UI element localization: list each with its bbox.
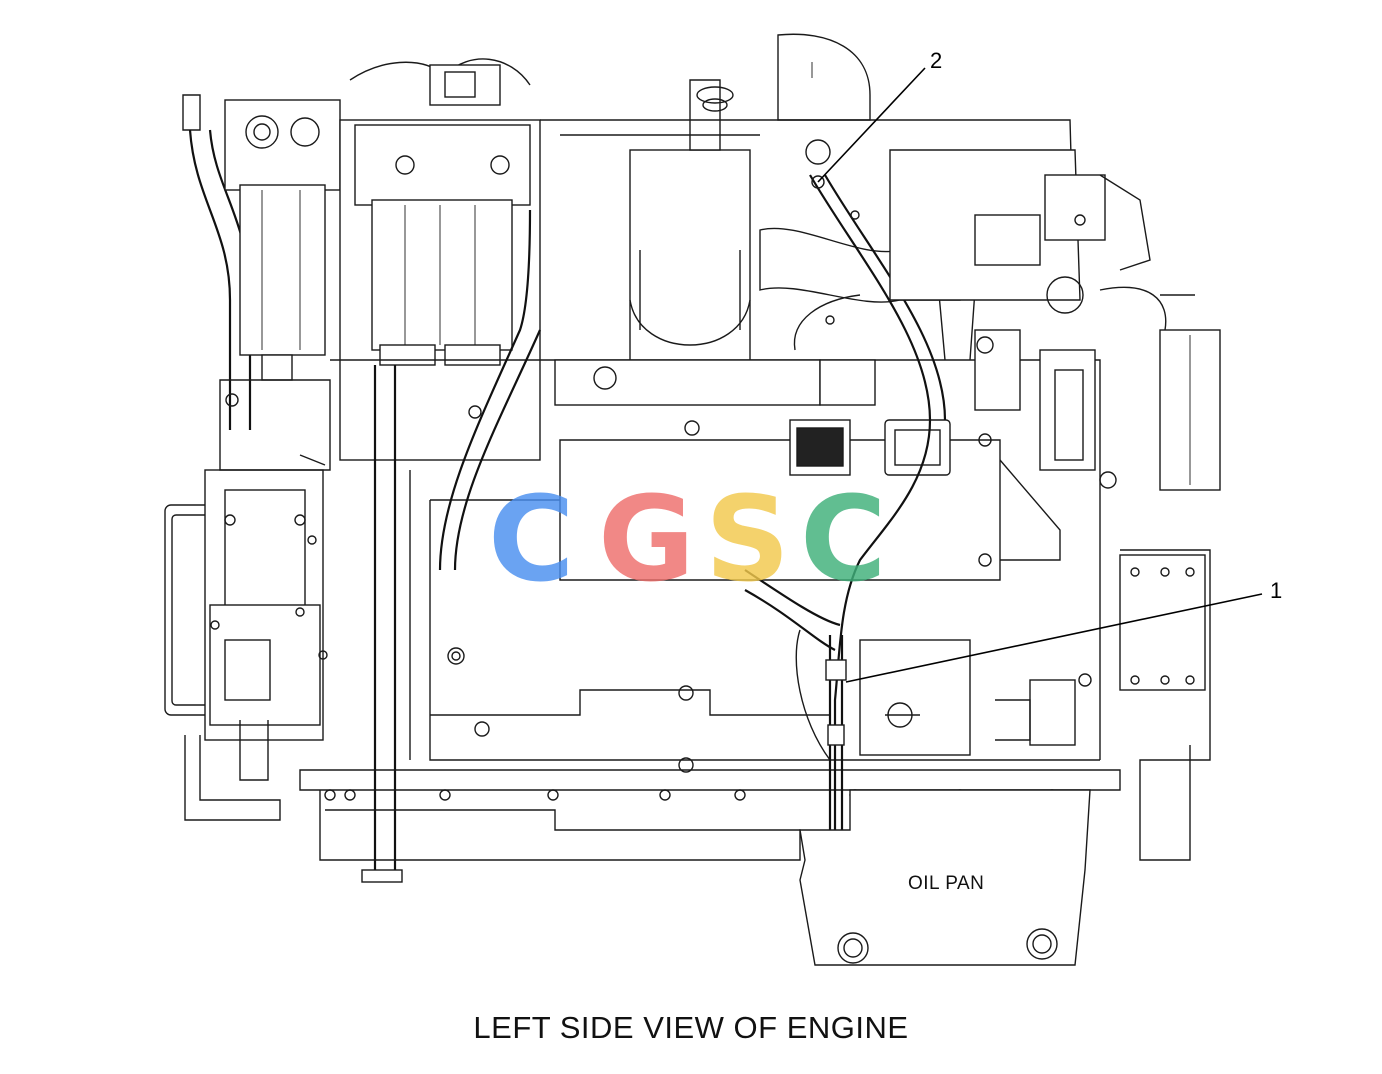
flywheel-housing bbox=[859, 329, 1221, 861]
callout-2-number: 2 bbox=[930, 48, 942, 73]
upper-right-components bbox=[805, 139, 1195, 331]
figure-caption: LEFT SIDE VIEW OF ENGINE bbox=[473, 1010, 909, 1045]
primary-fuel-filter bbox=[182, 94, 341, 471]
svg-text:C: C bbox=[488, 470, 575, 608]
svg-text:C: C bbox=[800, 470, 887, 608]
front-gear-housing bbox=[164, 469, 328, 821]
oil-pan-label: OIL PAN bbox=[908, 873, 984, 894]
secondary-fuel-filters bbox=[339, 58, 541, 883]
watermark: C G S C bbox=[488, 470, 887, 608]
callout-1-number: 1 bbox=[1270, 578, 1282, 603]
ecm-module bbox=[559, 419, 1061, 581]
callout-1: 1 bbox=[845, 578, 1282, 683]
svg-text:G: G bbox=[598, 470, 695, 608]
callout-2: 2 bbox=[817, 48, 942, 183]
wiring-harness bbox=[438, 174, 976, 880]
oil-pan: OIL PAN bbox=[799, 789, 1091, 966]
svg-text:S: S bbox=[705, 470, 790, 608]
